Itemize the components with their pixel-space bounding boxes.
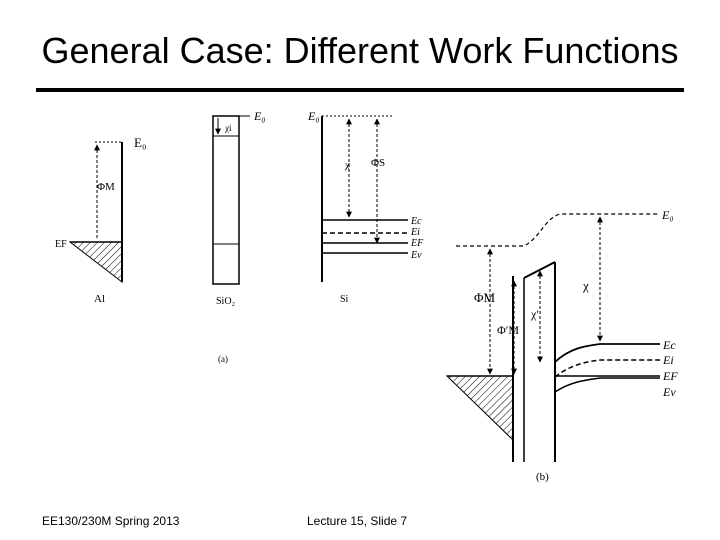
e0-label-metal: E₀ [134, 135, 146, 150]
phiS-label: ΦS [371, 157, 385, 169]
ei-label-a: Ei [410, 227, 420, 238]
ei-band-b [554, 359, 660, 378]
chi-i-label: χi [224, 123, 232, 133]
ev-label-a: Ev [410, 250, 422, 261]
title-divider [36, 88, 684, 92]
ev-label-b: Ev [662, 385, 676, 399]
ec-label-b: Ec [662, 338, 676, 352]
e0-label-si: E₀ [307, 109, 320, 123]
caption-a: (a) [218, 354, 228, 364]
oxide-box [212, 115, 240, 285]
ei-label-b: Ei [662, 353, 674, 367]
e0-label-oxide: E₀ [253, 109, 266, 123]
e0-label-b: E₀ [661, 208, 674, 222]
oxide-tilted-band-b [523, 261, 556, 279]
chi-prime-label: χ′ [530, 307, 539, 321]
phiM-prime-label: Φ′M [497, 323, 519, 337]
caption-b: (b) [536, 471, 549, 483]
footer-course: EE130/230M Spring 2013 [42, 514, 180, 528]
diagram-b: E₀ ΦM Φ′M χ′ χ Ec Ei EF Ev (b) [445, 208, 678, 483]
diagram-a: E₀ ΦM EF Al χi E₀ SiO₂ (a) E₀ χ ΦS Ec Ei… [55, 109, 424, 364]
ef-label-b: EF [662, 369, 678, 383]
ec-band-b [554, 343, 660, 363]
phiM-label-a: ΦM [97, 181, 115, 193]
metal-region-b [445, 375, 514, 442]
vacuum-level-b [456, 213, 660, 247]
slide-title: General Case: Different Work Functions [41, 30, 679, 71]
ec-label-a: Ec [410, 216, 422, 227]
si-label: Si [340, 294, 349, 305]
chi-label-b: χ [582, 278, 589, 293]
metal-filled-states [68, 241, 123, 284]
oxide-label: SiO₂ [216, 296, 235, 307]
chi-label-a: χ [344, 159, 350, 171]
ef-label-metal: EF [55, 239, 67, 250]
metal-label: Al [94, 293, 105, 305]
phiM-label-b: ΦM [474, 290, 496, 305]
ef-label-a: EF [410, 238, 424, 249]
ev-band-b [554, 377, 660, 393]
footer-slide-number: Lecture 15, Slide 7 [307, 514, 408, 528]
